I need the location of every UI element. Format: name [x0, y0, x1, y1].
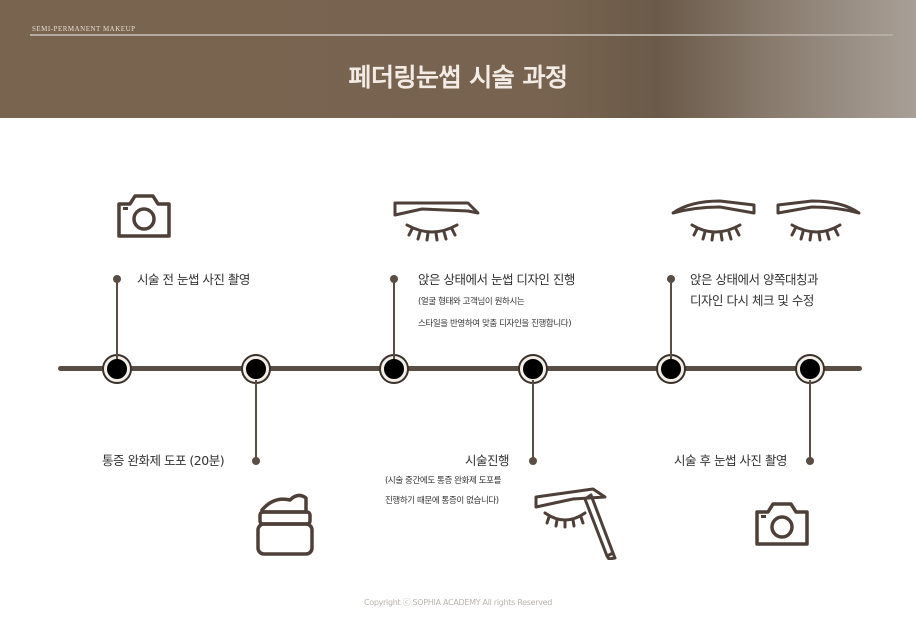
step-4-note-1: (시술 중간에도 통증 완화제 도포를: [385, 476, 502, 486]
timeline-line: [58, 366, 862, 371]
step-3-note-2: 스타일을 반영하여 맞춤 디자인을 진행합니다): [418, 319, 572, 329]
timeline-node-6: [797, 356, 823, 382]
cream-jar-icon: [256, 493, 314, 556]
right-eye-icon: [776, 199, 861, 242]
left-eye-icon: [671, 199, 756, 242]
connector-dot-1: [113, 275, 121, 283]
timeline-node-1: [104, 356, 130, 382]
step-4-note-2: 진행하기 때문에 통증이 없습니다): [385, 496, 499, 506]
connector-3: [393, 279, 395, 359]
connector-dot-4: [529, 457, 537, 465]
camera-icon: [117, 194, 171, 238]
step-3-label: 앉은 상태에서 눈썹 디자인 진행: [418, 272, 575, 287]
connector-dot-3: [390, 275, 398, 283]
timeline-node-2: [243, 356, 269, 382]
camera-icon: [755, 502, 809, 546]
header-divider: [30, 34, 893, 36]
step-2-label: 통증 완화제 도포 (20분): [102, 453, 225, 468]
timeline-node-4: [520, 356, 546, 382]
connector-dot-5: [667, 275, 675, 283]
header-banner: SEMI-PERMANENT MAKEUP 페더링눈썹 시술 과정: [0, 0, 916, 118]
connector-1: [116, 279, 118, 359]
step-6-label: 시술 후 눈썹 사진 촬영: [674, 453, 787, 468]
connector-dot-2: [252, 457, 260, 465]
timeline-node-5: [658, 356, 684, 382]
step-5-label-2: 디자인 다시 체크 및 수정: [690, 293, 814, 308]
connector-2: [255, 380, 257, 460]
page-title: 페더링눈썹 시술 과정: [348, 63, 568, 92]
connector-5: [670, 279, 672, 359]
eye-brow-icon: [393, 201, 480, 242]
connector-dot-6: [806, 457, 814, 465]
brand-label: SEMI-PERMANENT MAKEUP: [32, 25, 136, 33]
eye-pencil-icon: [534, 487, 617, 560]
connector-4: [532, 380, 534, 460]
step-5-label-1: 앉은 상태에서 양쪽대칭과: [690, 272, 818, 287]
connector-6: [809, 380, 811, 460]
timeline-node-3: [381, 356, 407, 382]
step-1-label: 시술 전 눈썹 사진 촬영: [137, 272, 250, 287]
step-4-label: 시술진행: [465, 453, 510, 468]
copyright-text: Copyright ⓒ SOPHIA ACADEMY All rights Re…: [363, 598, 553, 607]
step-3-note-1: (얼굴 형태와 고객님이 원하시는: [418, 297, 525, 307]
